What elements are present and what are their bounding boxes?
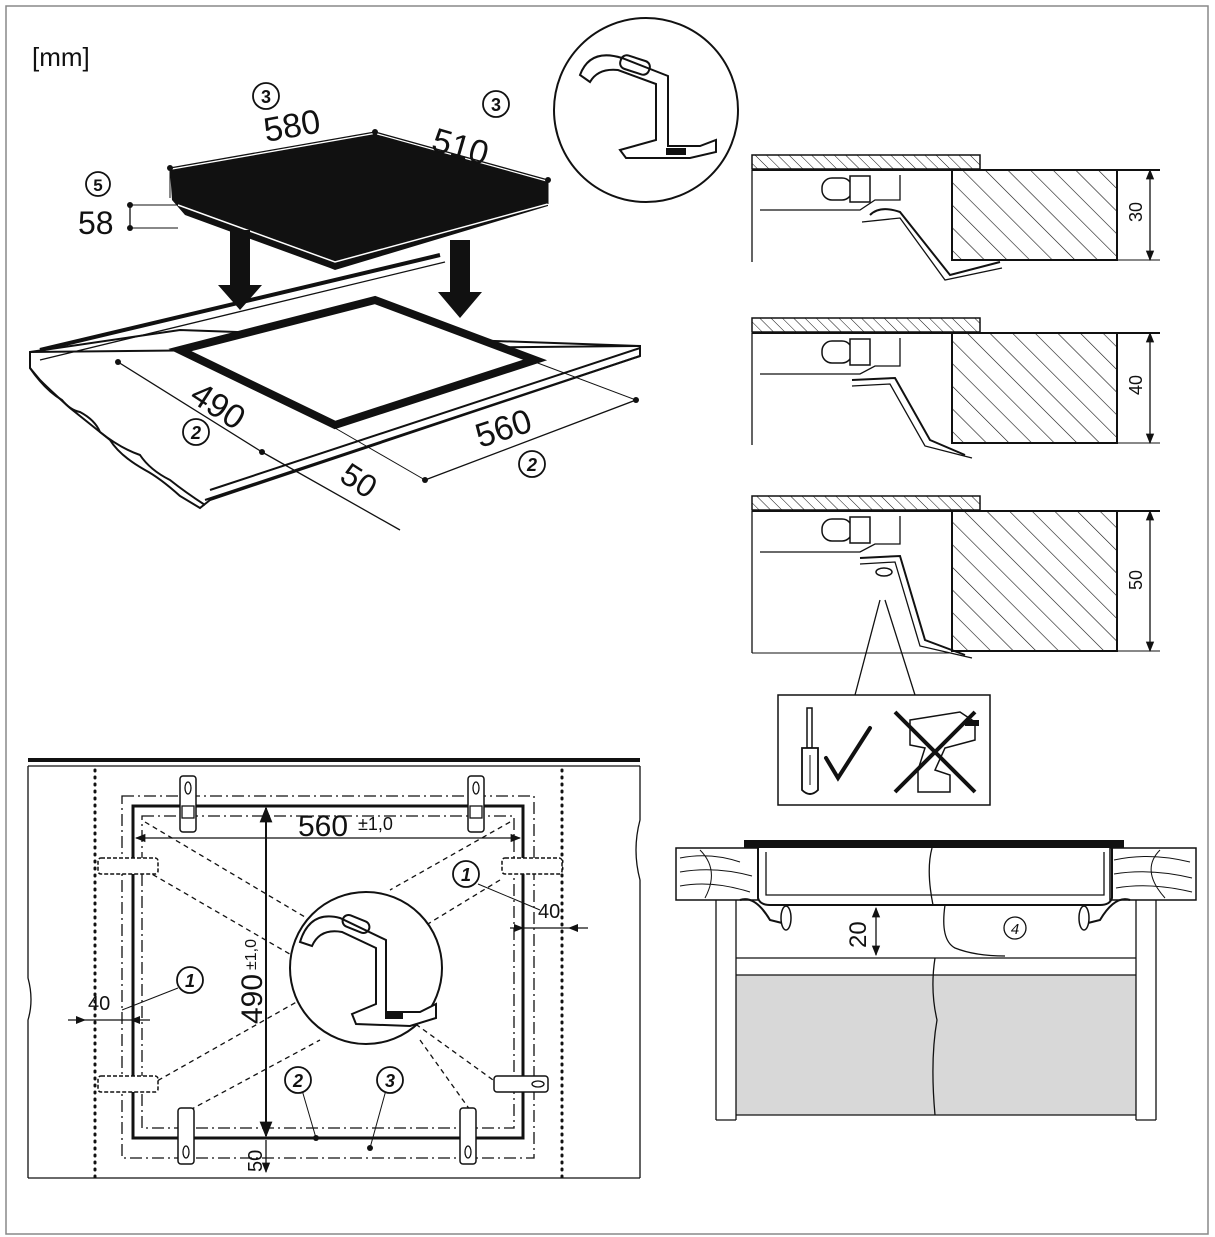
worktop-30-label: 30: [1126, 202, 1146, 222]
hob-height-label: 58: [78, 205, 114, 241]
clip-detail-top: [553, 17, 739, 203]
plan-view: 560 ±1,0 490 ±1,0 50 40 40 1 1 2 3: [27, 758, 641, 1180]
cutout-front-label: 50: [334, 456, 383, 506]
arrow-down-right: [438, 240, 482, 318]
marker-cutout-width: 2: [526, 455, 537, 475]
plan-right-gap-label: 40: [538, 901, 560, 923]
section-marker: 4: [1011, 921, 1019, 938]
clip-icon: [578, 54, 717, 159]
marker-cutout-depth: 2: [190, 423, 201, 443]
plan-left-gap-label: 40: [88, 993, 110, 1015]
clip-icon-plan: [298, 915, 437, 1028]
hob: [170, 134, 548, 270]
cross-icon: [893, 710, 977, 794]
plan-depth-label: 490: [236, 974, 269, 1024]
tool-box: [777, 694, 991, 806]
plan-front-gap-label: 50: [245, 1150, 267, 1172]
drill-icon: [909, 711, 979, 793]
worktop-40-label: 40: [1126, 375, 1146, 395]
plan-marker-edge: 2: [292, 1071, 303, 1091]
plan-marker-left: 1: [185, 971, 195, 991]
perspective-view: 580 510 3 3 58 5 490 560 50 2 2: [29, 82, 641, 531]
checkmark-icon: [824, 726, 872, 782]
clearance-label: 20: [845, 921, 872, 948]
plan-width-tolerance: ±1,0: [358, 814, 393, 834]
section-view: 20 4: [675, 840, 1197, 1121]
page-border: [5, 5, 1209, 1235]
plan-depth-tolerance: ±1,0: [243, 939, 260, 970]
units-label: [mm]: [32, 42, 90, 72]
side-view-40: 40: [751, 317, 1160, 459]
side-view-50: 50: [751, 495, 1160, 696]
cutout: [168, 295, 548, 430]
worktop-50-label: 50: [1126, 570, 1146, 590]
plan-width-label: 560: [298, 810, 348, 843]
plan-marker-right: 1: [461, 865, 471, 885]
side-view-30: 30: [751, 154, 1160, 281]
plan-clips: [97, 775, 563, 1165]
plan-marker-frame: 3: [385, 1071, 395, 1091]
arrow-down-left: [218, 230, 262, 310]
marker-hob-width: 3: [261, 87, 271, 107]
marker-hob-height: 5: [93, 176, 102, 195]
screwdriver-icon: [801, 707, 819, 795]
marker-hob-depth: 3: [491, 95, 501, 115]
